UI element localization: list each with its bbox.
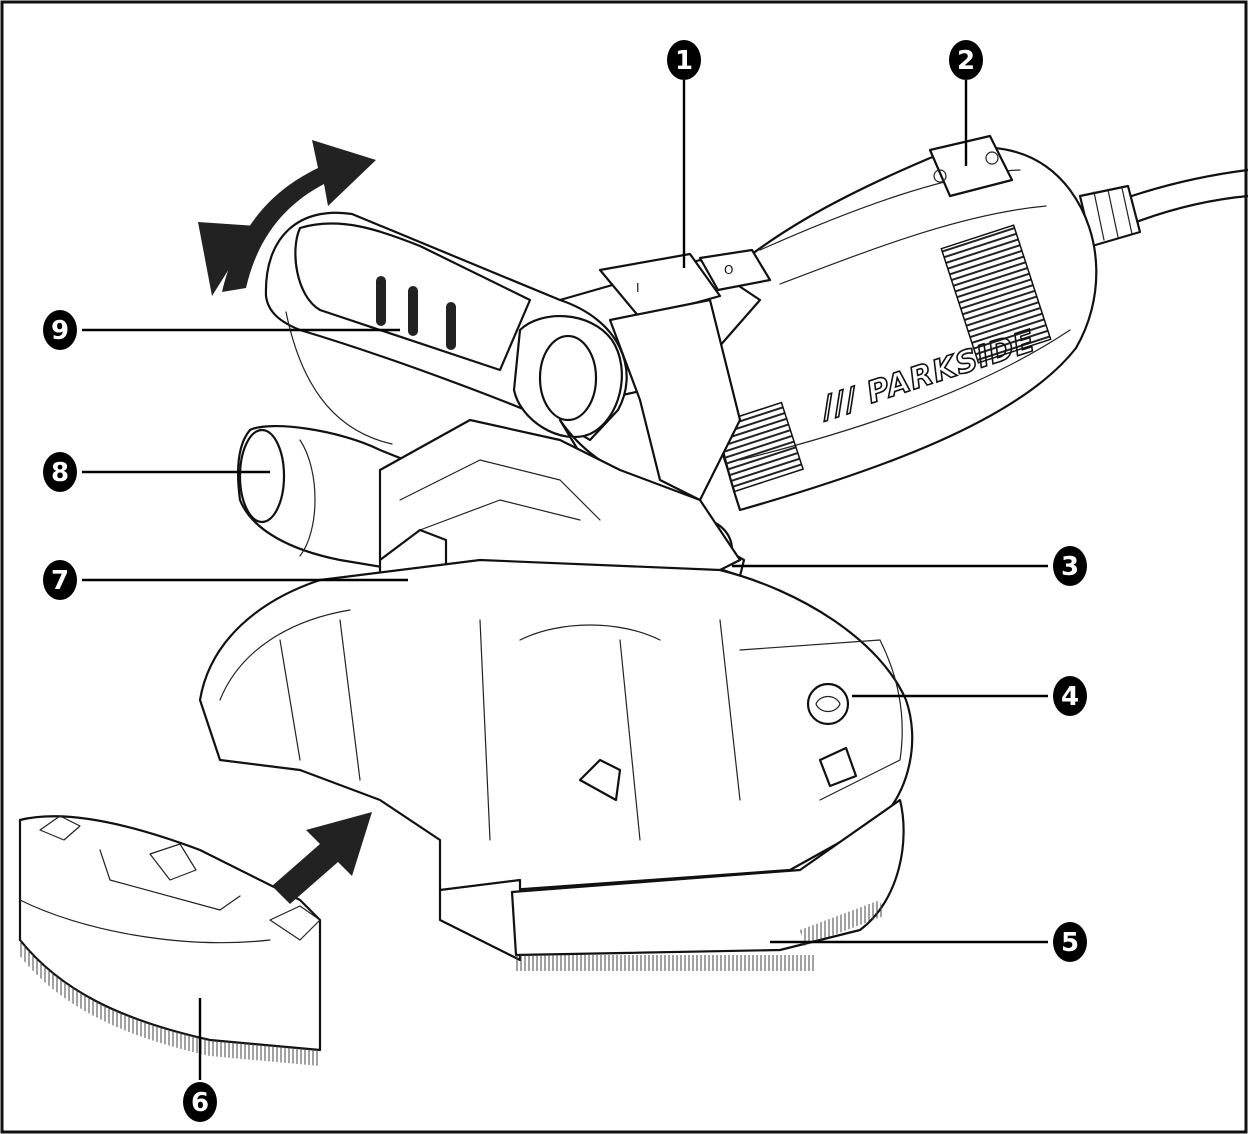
brush-ring [438,798,905,971]
callout-8-label: 8 [51,458,69,488]
rotation-arrow-icon [198,140,376,296]
callout-5-label: 5 [1061,928,1079,958]
switch-off-mark: O [724,263,733,277]
switch-on-mark: I [636,281,640,295]
callout-6: 6 [183,1082,217,1122]
callout-5: 5 [1053,922,1087,962]
callout-1-label: 1 [675,46,693,76]
callout-4: 4 [1053,676,1087,716]
callout-2-label: 2 [957,46,975,76]
callout-7-label: 7 [51,566,69,596]
callout-2: 2 [949,40,983,80]
motor-housing: /// PARKSIDE [698,134,1098,512]
callout-1: 1 [667,40,701,80]
callout-4-label: 4 [1061,682,1079,712]
insertion-arrow-icon [272,812,372,904]
callout-3-label: 3 [1061,552,1079,582]
callout-9: 9 [43,310,77,350]
callout-7: 7 [43,560,77,600]
leader-lines [82,80,1048,1080]
handle [264,211,628,445]
power-cord [1078,168,1248,248]
removable-hood-segment [18,815,322,1066]
protective-hood [198,558,914,892]
callout-8: 8 [43,452,77,492]
callout-3: 3 [1053,546,1087,586]
callout-6-label: 6 [191,1088,209,1118]
callout-9-label: 9 [51,316,69,346]
